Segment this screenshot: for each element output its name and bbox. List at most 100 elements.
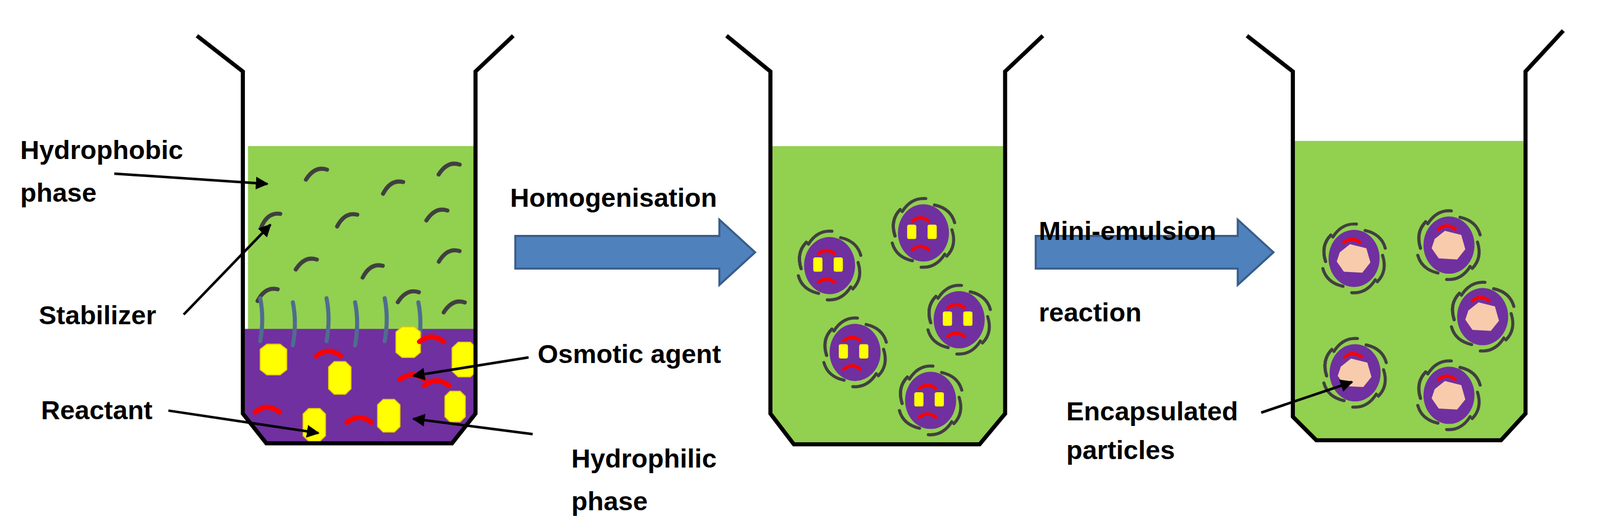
leader-line: [413, 418, 534, 434]
emulsion-droplet: [896, 364, 966, 438]
osmotic-agent: [1438, 225, 1456, 230]
osmotic-agent: [919, 413, 936, 417]
hydrophilic-phase: [244, 328, 476, 443]
product-core: [1336, 243, 1371, 273]
osmotic-agent: [947, 304, 965, 308]
reactant: [260, 343, 287, 375]
reactant: [942, 311, 952, 326]
osmotic-agent: [424, 380, 450, 386]
reactant: [444, 391, 466, 422]
osmotic-agent: [1438, 375, 1456, 380]
hydrophobic-phase: [772, 146, 1003, 443]
droplet: [905, 371, 957, 430]
stabilizer-molecule: [424, 208, 449, 221]
product-core: [1431, 380, 1466, 410]
beaker: [1247, 30, 1564, 441]
reactant: [452, 342, 477, 377]
emulsion-droplet: [794, 229, 865, 303]
product-core: [1465, 302, 1499, 331]
stabilizer-molecule: [380, 179, 405, 194]
part-label: Osmotic agent: [537, 337, 824, 371]
osmotic-agent: [1472, 297, 1489, 301]
emulsion-droplet: [924, 283, 994, 357]
phase-label: Hydrophobic phase: [20, 128, 225, 215]
hydrophobic-phase: [1293, 141, 1524, 439]
step-label: Homogenisation: [510, 181, 776, 215]
reactant: [914, 392, 924, 407]
droplet: [803, 237, 856, 295]
droplet: [1329, 343, 1381, 402]
stabilizer-molecule: [294, 257, 318, 270]
hydrophobic-phase: [247, 146, 478, 330]
reactant: [302, 408, 326, 442]
reactant: [377, 399, 400, 433]
stabilizer-molecule: [355, 302, 358, 345]
reactant: [927, 224, 937, 239]
encapsulated-particle: [1414, 358, 1484, 432]
osmotic-agent: [347, 417, 372, 423]
osmotic-agent: [843, 365, 861, 370]
droplet: [1423, 366, 1475, 424]
encapsulated-particle: [1448, 280, 1518, 354]
product-core: [1337, 358, 1372, 388]
osmotic-agent: [843, 337, 861, 341]
stabilizer-molecule: [260, 298, 263, 342]
osmotic-agent: [1343, 239, 1361, 243]
osmotic-agent: [912, 246, 929, 250]
reactant: [396, 326, 421, 358]
stabilizer-molecule: [304, 167, 329, 180]
osmotic-agent: [919, 385, 936, 389]
part-label: Encapsulated particles: [1066, 391, 1297, 470]
part-label: Stabilizer: [38, 298, 243, 332]
osmotic-agent: [1344, 353, 1362, 357]
reactant: [858, 343, 868, 358]
reactant: [934, 392, 944, 407]
encapsulated-particle: [1414, 208, 1484, 282]
emulsion-droplet: [820, 315, 890, 389]
droplet: [829, 323, 881, 381]
osmotic-agent: [818, 279, 835, 283]
droplet: [1423, 216, 1475, 274]
droplet: [1328, 229, 1380, 288]
droplet: [897, 203, 949, 262]
step-label: Mini-emulsion reaction: [1038, 189, 1253, 353]
osmotic-agent: [818, 250, 835, 254]
osmotic-agent: [947, 333, 965, 337]
encapsulated-particle: [1320, 336, 1390, 410]
stabilizer-molecule: [437, 162, 461, 175]
reactant: [963, 311, 973, 326]
stabilizer-molecule: [442, 300, 466, 313]
stabilizer-molecule: [437, 248, 461, 262]
droplet: [933, 291, 985, 349]
reactant: [907, 224, 917, 239]
leader-line: [183, 224, 271, 315]
stabilizer-molecule: [326, 298, 329, 342]
reactant: [838, 343, 848, 358]
encapsulated-particle: [1319, 221, 1389, 295]
osmotic-agent: [419, 336, 445, 342]
stabilizer-molecule: [396, 289, 421, 302]
droplet: [1457, 288, 1509, 346]
leader-line: [413, 357, 529, 376]
beaker: [197, 35, 514, 444]
reactant: [833, 257, 843, 272]
osmotic-agent: [255, 407, 280, 413]
reactant: [813, 257, 823, 272]
reactant: [328, 361, 352, 394]
beaker: [726, 35, 1043, 445]
stabilizer-molecule: [334, 212, 359, 227]
osmotic-agent: [912, 217, 929, 221]
product-core: [1431, 230, 1466, 260]
leader-line: [168, 410, 319, 434]
stabilizer-molecule: [384, 298, 388, 342]
leader-line: [114, 173, 267, 184]
emulsion-droplet: [888, 196, 958, 270]
phase-label: Hydrophilic phase: [571, 437, 766, 523]
osmotic-agent: [316, 351, 342, 357]
stabilizer-molecule: [292, 302, 295, 345]
stabilizer-molecule: [360, 263, 385, 277]
process-arrow: [515, 219, 756, 285]
leader-line: [1261, 382, 1353, 413]
part-label: Reactant: [41, 393, 245, 427]
